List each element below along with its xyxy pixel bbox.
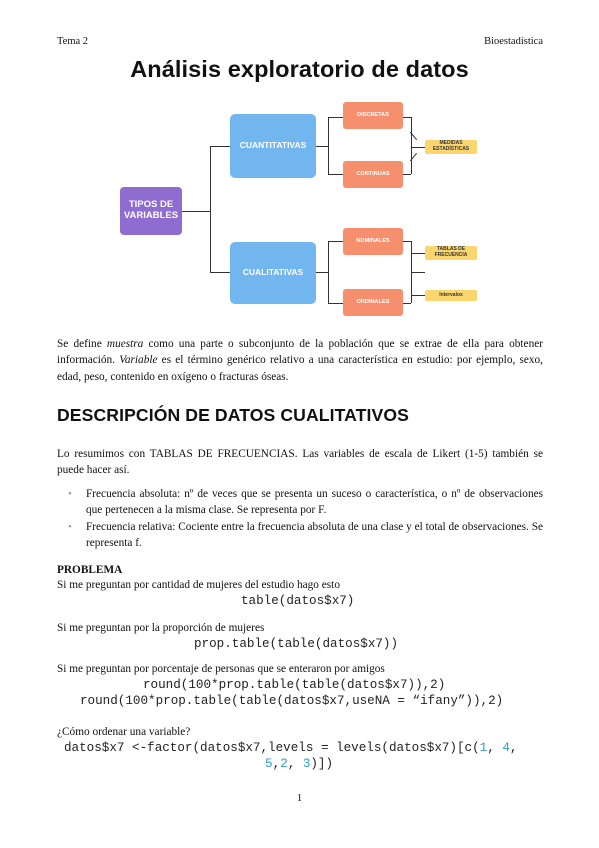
list-item: Frecuencia relativa: Cociente entre la f… <box>57 519 543 552</box>
quantitative-box: CUANTITATIVAS <box>230 114 316 178</box>
measures-box: MEDIDAS ESTADÍSTICAS <box>425 140 477 154</box>
header-left: Tema 2 <box>57 36 89 47</box>
nominal-box: NOMINALES <box>343 228 403 255</box>
header-right: Bioestadística <box>484 36 543 47</box>
page-title: Análisis exploratorio de datos <box>130 56 469 82</box>
code-2: prop.table(table(datos$x7)) <box>194 637 399 651</box>
discrete-box: DISCRETAS <box>343 102 403 129</box>
question-3: Si me preguntan por porcentaje de person… <box>57 663 385 675</box>
intervals-box: Intervalos <box>425 290 477 301</box>
list-item: Frecuencia absoluta: nº de veces que se … <box>57 486 543 519</box>
frequency-tables-box: TABLAS DE FRECUENCIA <box>425 246 477 260</box>
variable-types-diagram: TIPOS DE VARIABLES CUANTITATIVAS CUALITA… <box>0 0 599 330</box>
ordinal-box: ORDINALES <box>343 289 403 316</box>
code-3a: round(100*prop.table(table(datos$x7)),2) <box>143 678 446 692</box>
problem-heading: PROBLEMA <box>57 564 123 576</box>
frequency-bullets: Frecuencia absoluta: nº de veces que se … <box>57 486 543 552</box>
section-intro: Lo resumimos con TABLAS DE FRECUENCIAS. … <box>57 448 543 477</box>
continuous-box: CONTINUAS <box>343 161 403 188</box>
code-4a: datos$x7 <-factor(datos$x7,levels = leve… <box>64 741 518 755</box>
code-3b: round(100*prop.table(table(datos$x7,useN… <box>80 694 504 708</box>
code-4b: 5,2, 3)]) <box>265 757 334 771</box>
question-4: ¿Cómo ordenar una variable? <box>57 726 191 738</box>
qualitative-box: CUALITATIVAS <box>230 242 316 304</box>
code-1: table(datos$x7) <box>241 594 355 608</box>
section-heading: DESCRIPCIÓN DE DATOS CUALITATIVOS <box>57 405 409 425</box>
root-box: TIPOS DE VARIABLES <box>120 187 182 235</box>
question-1: Si me preguntan por cantidad de mujeres … <box>57 579 340 591</box>
intro-paragraph: Se define muestra como una parte o subco… <box>57 338 543 383</box>
question-2: Si me preguntan por la proporción de muj… <box>57 622 265 634</box>
page-number: 1 <box>296 792 303 804</box>
